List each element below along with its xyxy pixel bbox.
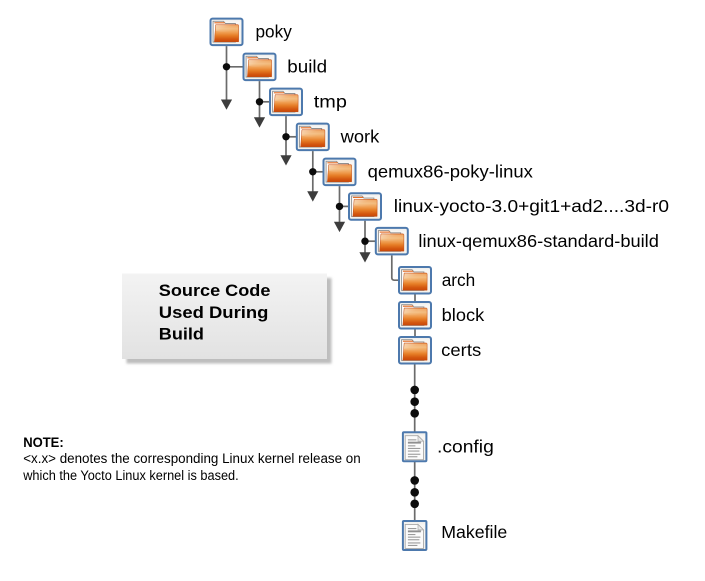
svg-text:block: block <box>442 305 485 325</box>
svg-text:build: build <box>287 56 327 76</box>
svg-text:linux-yocto-3.0+git1+ad2....3d: linux-yocto-3.0+git1+ad2....3d-r0 <box>394 196 669 216</box>
svg-text:linux-qemux86-standard-build: linux-qemux86-standard-build <box>418 231 658 251</box>
svg-text:tmp: tmp <box>314 91 347 111</box>
svg-text:.config: .config <box>437 436 494 456</box>
svg-text:Used During: Used During <box>159 304 269 322</box>
svg-text:certs: certs <box>441 340 481 360</box>
svg-text:<x.x> denotes the correspondin: <x.x> denotes the corresponding Linux ke… <box>23 451 361 466</box>
svg-text:Source Code: Source Code <box>159 282 271 300</box>
svg-text:Makefile: Makefile <box>441 522 507 542</box>
svg-text:NOTE:: NOTE: <box>23 435 64 450</box>
svg-text:poky: poky <box>256 22 293 42</box>
svg-text:Build: Build <box>159 326 204 344</box>
svg-text:which the Yocto Linux kernel i: which the Yocto Linux kernel is based. <box>22 468 238 483</box>
svg-text:qemux86-poky-linux: qemux86-poky-linux <box>368 161 534 181</box>
svg-text:work: work <box>340 126 380 146</box>
svg-text:arch: arch <box>442 270 476 290</box>
